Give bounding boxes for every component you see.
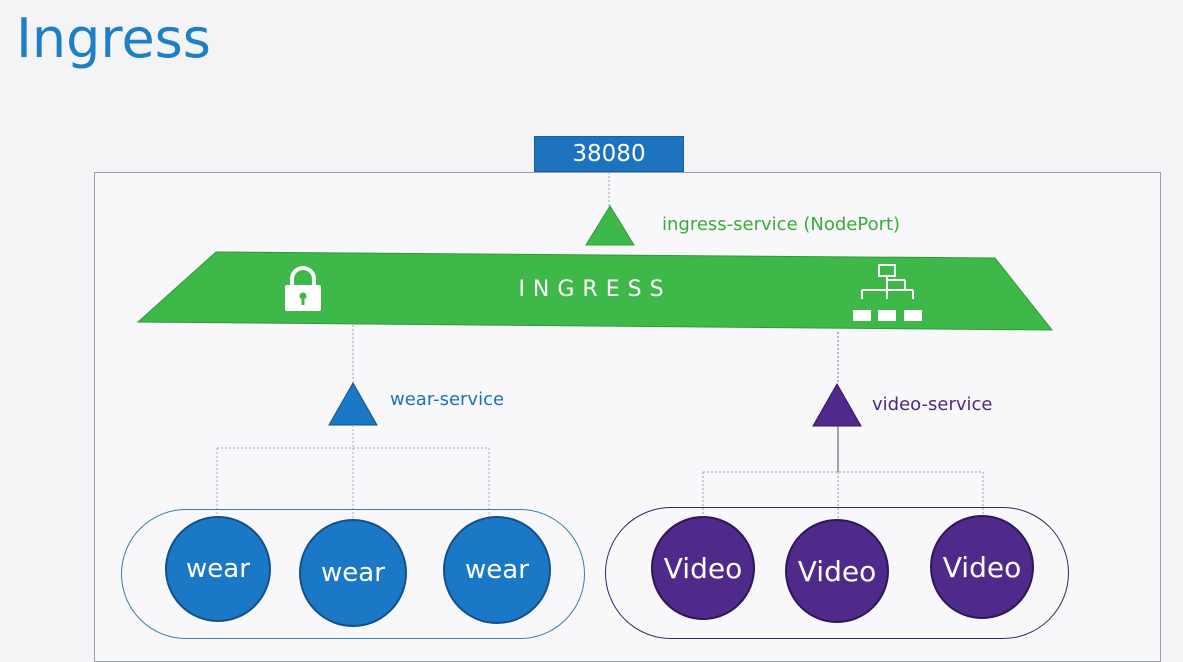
wear-pod-1: wear <box>165 516 271 622</box>
wear-pod-2: wear <box>299 519 407 627</box>
node-port-box: 38080 <box>534 136 684 172</box>
page-title: Ingress <box>16 7 211 70</box>
ingress-label: INGRESS <box>518 277 672 302</box>
wear-service-label: wear-service <box>390 389 505 410</box>
video-service-triangle <box>812 382 862 427</box>
video-service-fanout <box>702 471 984 520</box>
wear-pod-group <box>121 509 585 639</box>
wear-pod-3: wear <box>443 516 551 624</box>
wear-service-fanout <box>216 425 490 518</box>
video-pod-1: Video <box>651 516 755 620</box>
hierarchy-icon <box>853 264 922 321</box>
wear-service-triangle <box>328 381 378 426</box>
ingress-service-triangle <box>585 205 635 246</box>
connection-lines <box>136 172 1054 520</box>
video-pod-3: Video <box>930 515 1034 619</box>
video-pod-2: Video <box>785 519 889 623</box>
video-service-label: video-service <box>872 394 993 415</box>
ingress-service-label: ingress-service (NodePort) <box>662 214 901 235</box>
lock-icon <box>285 266 321 311</box>
video-pod-group <box>605 507 1069 639</box>
ingress-bar <box>136 251 1054 331</box>
